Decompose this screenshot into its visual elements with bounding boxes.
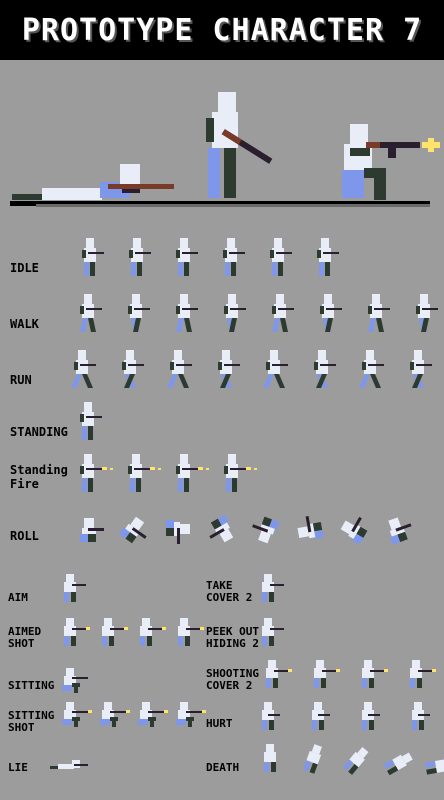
label-standing-fire-line2: Fire [10,477,39,491]
label-standing-fire-line1: Standing [10,463,68,477]
death-frame [264,744,276,772]
aim-frame [64,574,86,602]
walk-frame [320,294,342,332]
run-frame [314,350,336,388]
idle-frame [129,238,151,276]
roll-frame [209,514,234,543]
hero-standing-character [206,92,273,198]
hero-ground-line [10,201,430,206]
aimed-shot-frame [64,618,90,646]
standing-fire-frame [176,454,209,492]
hero-ground-shadow [36,204,430,207]
sitting-shot-frame [138,702,168,727]
lie-frame [50,760,88,769]
shooting-cover-frame [410,660,436,688]
walk-frame [272,294,294,332]
walk-frame [224,294,246,332]
run-frame [72,350,96,388]
label-sitting-shot-line1: SITTING [8,709,55,722]
death-frame [342,747,369,775]
run-frame [218,350,240,388]
aimed-shot-frame [102,618,128,646]
run-frame [264,350,288,388]
label-death: DEATH [206,761,240,774]
run-frame [168,350,192,388]
label-roll: ROLL [10,529,39,543]
sitting-shot-frame [100,702,130,727]
roll-frame [340,516,368,545]
label-peek-out-line2: HIDING 2 [206,637,259,650]
idle-frame [82,238,104,276]
label-take-cover-line2: COVER 2 [206,591,253,604]
idle-frame [176,238,198,276]
aimed-shot-frame [140,618,166,646]
run-frame [360,350,384,388]
label-hurt: HURT [206,717,233,730]
walk-frame [80,294,102,332]
walk-frame [368,294,390,332]
death-frame [383,752,413,776]
run-frame [410,350,432,388]
label-lie: LIE [8,761,28,774]
peek-out-frame [262,618,284,646]
idle-frame [317,238,339,276]
shooting-cover-frame [314,660,340,688]
label-shooting-cover-line2: COVER 2 [206,679,253,692]
shooting-cover-frame [266,660,292,688]
label-walk: WALK [10,317,39,331]
label-standing: STANDING [10,425,68,439]
roll-frame [252,516,280,544]
hurt-frame [312,702,330,730]
walk-frame [176,294,198,332]
run-frame [122,350,144,388]
label-aimed-shot-line1: AIMED [8,625,42,638]
standing-fire-frame [80,454,113,492]
aimed-shot-frame [178,618,204,646]
roll-frame [80,518,104,542]
sitting-frame [62,668,88,693]
label-sitting: SITTING [8,679,55,692]
label-shooting-cover-line1: SHOOTING [206,667,259,680]
standing-frame [80,402,102,440]
shooting-cover-frame [362,660,388,688]
label-aim: AIM [8,591,28,604]
roll-frame [388,517,412,545]
hurt-frame [362,702,380,730]
hero-kneeling-firing-character [342,124,440,200]
walk-frame [416,294,438,332]
label-run: RUN [10,373,32,387]
death-frame [302,744,322,774]
sheet-title: PROTOTYPE CHARACTER 7 [21,12,423,48]
standing-fire-frame [128,454,161,492]
idle-frame [223,238,245,276]
hurt-frame [412,702,430,730]
label-sitting-shot-line2: SHOT [8,721,35,734]
label-idle: IDLE [10,261,39,275]
sitting-shot-frame [176,702,206,727]
roll-frame [297,516,324,540]
take-cover-frame [262,574,284,602]
sitting-shot-frame [62,702,92,727]
hero-prone-character [12,164,174,200]
standing-fire-frame [224,454,257,492]
label-take-cover-line1: TAKE [206,579,233,592]
label-aimed-shot-line2: SHOT [8,637,35,650]
label-peek-out-line1: PEEK OUT [206,625,259,638]
idle-frame [270,238,292,276]
title-bar: PROTOTYPE CHARACTER 7 [0,0,444,60]
roll-frame [166,520,190,544]
walk-frame [128,294,150,332]
hurt-frame [262,702,280,730]
roll-frame [120,516,147,544]
death-frame [425,759,444,775]
